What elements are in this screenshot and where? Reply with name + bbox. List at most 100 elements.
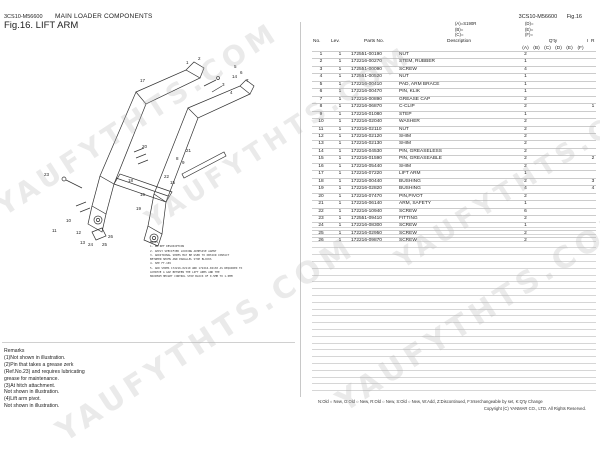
qty-d: [553, 147, 564, 156]
remark-ref: [590, 88, 596, 97]
qty-e: [564, 155, 575, 164]
blank-row-line: [312, 240, 596, 242]
code-d: (D)=: [525, 21, 534, 26]
blank-row-line: [312, 254, 596, 256]
part-description: PIN, GREASEABLE: [398, 155, 520, 164]
remark-line: (3)At hitch attachment.: [4, 382, 56, 389]
part-level: 1: [330, 155, 350, 164]
callout-number: 4: [230, 90, 233, 95]
remark-line: Not shown in illustration.: [4, 403, 60, 410]
qty-d: [553, 103, 564, 112]
part-ref-no: 8: [312, 103, 330, 112]
part-ref-no: 20: [312, 192, 330, 201]
blank-row-line: [312, 369, 596, 371]
qty-a: 2: [520, 155, 531, 164]
blank-row-line: [312, 383, 596, 385]
blank-row-line: [312, 363, 596, 364]
qty-a: 2: [520, 140, 531, 149]
qty-b: [531, 170, 542, 179]
qty-d: [553, 88, 564, 97]
qty-e: [564, 185, 575, 194]
blank-row-line: [312, 342, 596, 344]
blank-row-line: [312, 261, 596, 262]
qty-e: [564, 207, 575, 216]
qty-b: [531, 132, 542, 141]
part-number: 172216-06870: [350, 103, 398, 112]
interchange-flag: [586, 185, 590, 194]
part-ref-no: 11: [312, 125, 330, 134]
qty-d: [553, 192, 564, 201]
remarks-box: [2, 342, 295, 401]
interchange-flag: [586, 50, 590, 59]
callout-number: 8: [176, 156, 179, 161]
remarks-title: Remarks: [4, 348, 25, 354]
part-ref-no: 24: [312, 222, 330, 231]
interchange-flag: [586, 103, 590, 112]
qty-e: [564, 103, 575, 112]
interchange-flag: [586, 177, 590, 186]
code-c: (C)=: [455, 32, 464, 38]
lift-arm-left-beam: [99, 91, 147, 185]
note-line: 3. ADDITIONAL SHIMS MAY BE USED TO OBTAI…: [150, 252, 230, 257]
qty-c: [542, 222, 553, 231]
callout-number: 25: [102, 242, 108, 247]
qty-f: [575, 214, 586, 223]
qty-f: [575, 125, 586, 134]
callout-number: 9: [182, 160, 185, 165]
part-ref-no: 3: [312, 65, 330, 74]
qty-c: [542, 80, 553, 89]
qty-f: [575, 95, 586, 104]
qty-d: [553, 132, 564, 141]
code-f: (F)=: [525, 32, 533, 38]
remark-ref: [590, 132, 596, 141]
note-line: BETWEEN SHIMS AND PARALLEL STOP BLOCKS: [150, 257, 212, 262]
qty-a: 4: [520, 185, 531, 194]
qty-d: [553, 80, 564, 89]
part-description: STEM, RUBBER: [398, 58, 520, 67]
catalog-page: 3CS10-M56600 MAIN LOADER COMPONENTS Fig.…: [0, 13, 600, 449]
part-number: 172216-01080: [350, 110, 398, 119]
qty-f: [575, 200, 586, 209]
qty-c: [542, 177, 553, 186]
note-line: 1. NO REF DESCRIPTION: [150, 244, 184, 249]
part-description: NUT: [398, 50, 520, 59]
part-description: PIN, KLIK: [398, 88, 520, 97]
part-ref-no: 12: [312, 132, 330, 141]
part-ref-no: 22: [312, 207, 330, 216]
qty-e: [564, 177, 575, 186]
qty-c: [542, 118, 553, 127]
model-code-right: 3CS10-M56600: [518, 14, 558, 20]
qty-d: [553, 125, 564, 134]
interchange-flag: [586, 58, 590, 67]
qty-a: 1: [520, 110, 531, 119]
qty-f: [575, 65, 586, 74]
qty-c: [542, 95, 553, 104]
col-lev: Lev.: [331, 39, 340, 44]
interchange-flag: [586, 88, 590, 97]
qty-c: [542, 192, 553, 201]
qty-e: [564, 110, 575, 119]
change-legend: N:Old ○ New, O:Old ○ New, R:Old ○ New, S…: [318, 399, 543, 404]
qty-c: [542, 170, 553, 179]
qty-c: [542, 88, 553, 97]
qty-b: [531, 200, 542, 209]
part-level: 1: [330, 110, 350, 119]
part-number: 172216-07470: [350, 192, 398, 201]
interchange-flag: [586, 80, 590, 89]
part-number: 172216-00890: [350, 95, 398, 104]
part-description: NUT: [398, 73, 520, 82]
qty-e: [564, 140, 575, 149]
qty-b: [531, 88, 542, 97]
qty-a: 4: [520, 65, 531, 74]
part-description: GREASE CAP: [398, 95, 520, 104]
qty-d: [553, 222, 564, 231]
callout-number: 11: [52, 228, 57, 233]
drawing-notes: NOTES 1. NO REF DESCRIPTION 2. APPLY SPE…: [150, 240, 270, 279]
qty-e: [564, 73, 575, 82]
callout-number: 26: [108, 234, 114, 239]
qty-c: [542, 147, 553, 156]
